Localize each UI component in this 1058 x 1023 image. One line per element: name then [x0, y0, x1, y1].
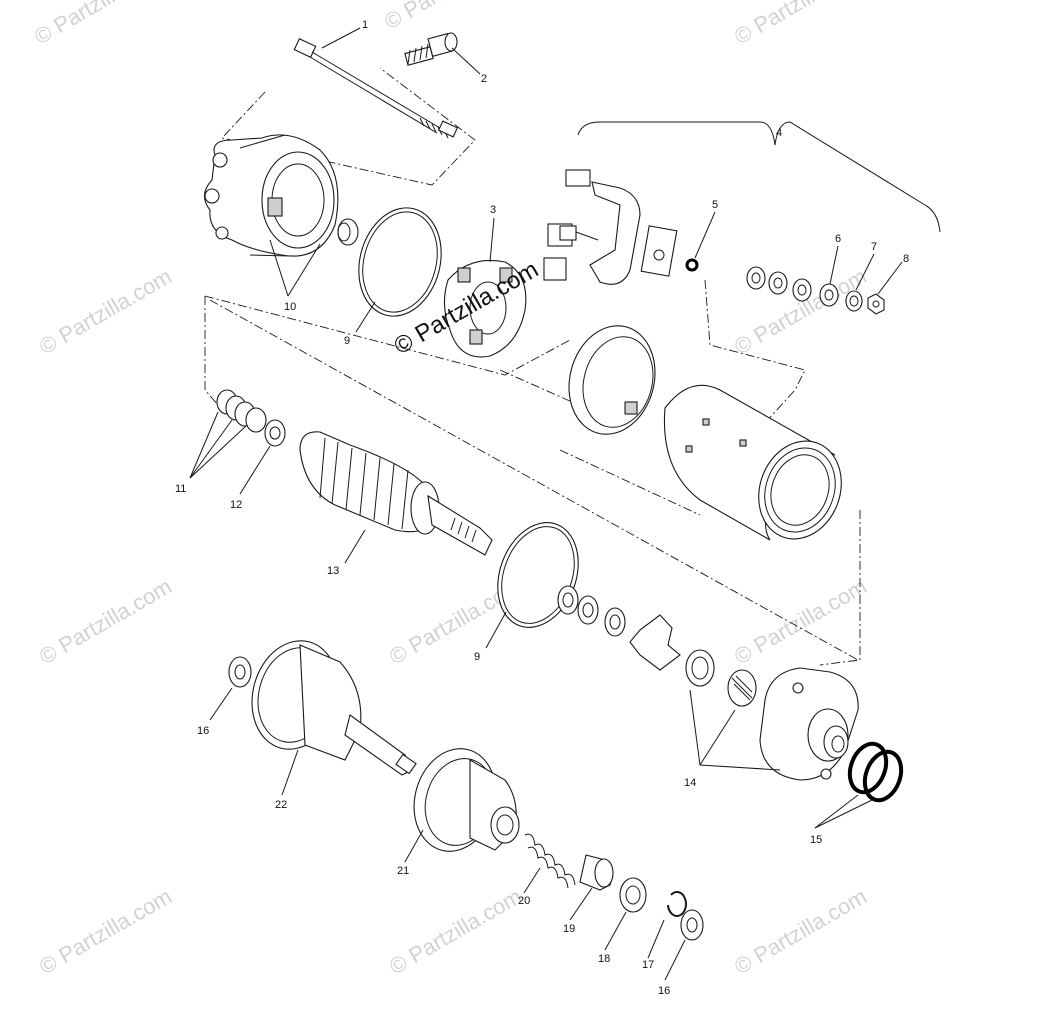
part-9-o-ring-lower: [497, 522, 579, 628]
callout-9-lower: 9: [474, 651, 480, 663]
callout-13: 13: [327, 565, 339, 577]
watermark: © Partzilla.com: [385, 884, 526, 980]
parts-6-7-8-washers-nut: [746, 266, 885, 315]
callout-8: 8: [903, 253, 909, 265]
part-13-armature: [299, 431, 493, 556]
callout-10: 10: [284, 301, 296, 313]
part-5-o-ring: [685, 258, 699, 272]
part-12-washer: [264, 419, 286, 447]
assembly-guide-lines: [204, 67, 861, 666]
callout-labels: 1 2 3 4 5 6 7 8 9 9 10 11 12 13 14 15 16…: [175, 19, 909, 997]
callout-15: 15: [810, 834, 822, 846]
watermark: © Partzilla.com: [35, 574, 176, 670]
callout-3: 3: [490, 204, 496, 216]
parts-18-17-16-lower: [619, 877, 704, 941]
callout-5: 5: [712, 199, 718, 211]
callout-2: 2: [481, 73, 487, 85]
part-3-brush-holder: [443, 259, 527, 358]
part-10-rear-cover: [203, 134, 359, 257]
watermark: © Partzilla.com: [35, 264, 176, 360]
watermark: © Partzilla.com: [730, 0, 871, 49]
part-16-washer-upper: [228, 656, 252, 688]
callout-4: 4: [776, 127, 782, 139]
watermark: © Partzilla.com: [380, 0, 521, 34]
part-22-reduction-gear: [251, 640, 417, 776]
callout-7: 7: [871, 241, 877, 253]
watermark: © Partzilla.com: [730, 884, 871, 980]
part-19-collar: [579, 854, 614, 891]
part-20-spring: [524, 833, 576, 889]
leader-lines: [189, 27, 903, 981]
lock-plate: [629, 614, 681, 671]
callout-1: 1: [362, 19, 368, 31]
part-14-bearings: [685, 649, 757, 707]
part-21-starter-clutch: [413, 748, 520, 852]
callout-22: 22: [275, 799, 287, 811]
part-9-o-ring-upper: [358, 207, 442, 317]
callout-19: 19: [563, 923, 575, 935]
brush-ring: [568, 325, 656, 435]
callout-18: 18: [598, 953, 610, 965]
callout-6: 6: [835, 233, 841, 245]
part-15-o-rings: [847, 741, 904, 803]
part-2-bolt: [404, 32, 458, 66]
part-1-through-bolt: [293, 38, 459, 139]
watermark: © Partzilla.com: [35, 884, 176, 980]
part-4-brush-assembly: [543, 121, 941, 285]
callout-11: 11: [175, 483, 186, 495]
callout-17: 17: [642, 959, 654, 971]
callout-20: 20: [518, 895, 530, 907]
yoke-housing: [663, 384, 842, 541]
part-11-springs: [216, 389, 267, 433]
middle-washers: [557, 585, 626, 637]
callout-14: 14: [684, 777, 696, 789]
front-housing: [759, 667, 859, 781]
callout-9-upper: 9: [344, 335, 350, 347]
callout-12: 12: [230, 499, 242, 511]
watermark: © Partzilla.com: [30, 0, 171, 49]
callout-16-upper: 16: [197, 725, 209, 737]
callout-21: 21: [397, 865, 409, 877]
callout-16-lower: 16: [658, 985, 670, 997]
